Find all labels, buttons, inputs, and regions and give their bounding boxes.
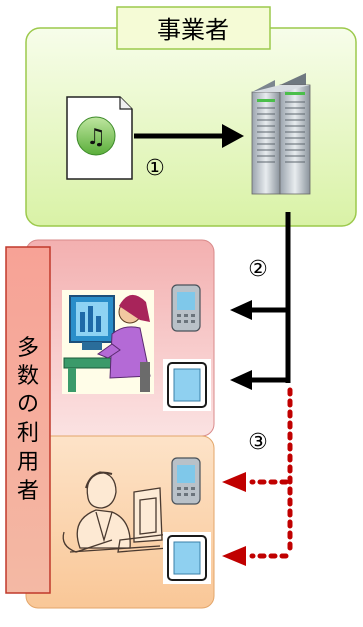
step-3-label: ③: [248, 430, 268, 455]
svg-text:♫: ♫: [86, 125, 106, 150]
distribution-arrow-dotted: [222, 387, 293, 566]
tablet-icon: [163, 359, 211, 411]
users-label-box: [5, 246, 51, 594]
users-label-char: 多: [17, 336, 39, 361]
music-file-icon: ♫: [66, 96, 133, 180]
users-label-char: 利: [17, 421, 39, 446]
mobile-phone-icon: [171, 457, 201, 505]
person-at-computer-icon: [62, 290, 154, 394]
distribution-arrow-solid: [230, 212, 291, 390]
users-label-char: 数: [17, 364, 39, 389]
provider-label: 事業者: [157, 16, 229, 44]
server-icon: [251, 73, 311, 195]
businessman-at-computer-icon: [62, 471, 171, 553]
upload-arrow: [134, 124, 244, 148]
users-label-char: の: [17, 392, 39, 417]
step-2-label: ②: [248, 257, 268, 282]
step-1-label: ①: [145, 156, 165, 181]
users-label-char: 用: [17, 450, 39, 475]
provider-label-tab: 事業者: [116, 6, 271, 50]
users-label: 多 数 の 利 用 者: [17, 336, 39, 504]
users-label-char: 者: [17, 479, 39, 504]
mobile-phone-icon: [171, 284, 201, 332]
tablet-icon: [163, 532, 211, 584]
